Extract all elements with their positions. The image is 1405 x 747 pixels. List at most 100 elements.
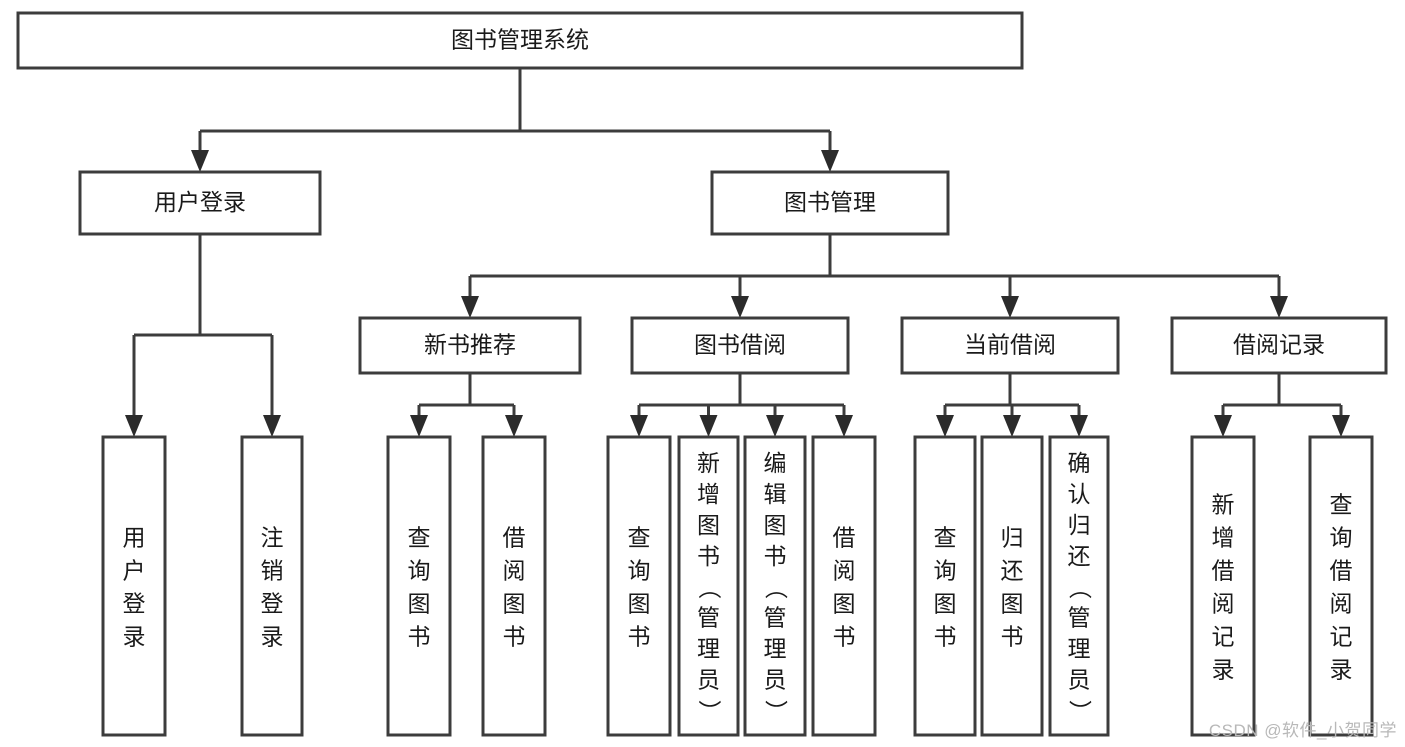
node-label-char: 员 [1068, 666, 1091, 692]
node-label-char: 用 [123, 525, 146, 551]
node-label-char: 户 [123, 558, 146, 584]
node-label: 图书借阅 [694, 332, 786, 358]
node-label-char: 阅 [1212, 591, 1235, 617]
node-label-char: 借 [1212, 558, 1235, 584]
node-label-char: ） [697, 700, 723, 723]
node-n3c[interactable]: 当前借阅 [900, 316, 1120, 375]
node-label-char: 书 [697, 543, 720, 569]
node-label-char: 查 [934, 525, 957, 551]
node-root[interactable]: 图书管理系统 [16, 11, 1024, 70]
node-box [630, 316, 850, 375]
arrowhead-icon [936, 415, 954, 437]
node-box [1308, 435, 1374, 737]
node-label-char: 借 [833, 525, 856, 551]
node-label: 借阅记录 [1233, 332, 1325, 358]
node-l1a[interactable]: 用户登录 [101, 435, 167, 737]
node-label-char: 理 [1068, 635, 1091, 661]
node-n3b[interactable]: 图书借阅 [630, 316, 850, 375]
node-n2b[interactable]: 图书管理 [710, 170, 950, 236]
node-label-char: 登 [261, 591, 284, 617]
node-label-char: 管 [1068, 605, 1091, 631]
node-label-char: ） [1067, 700, 1093, 723]
node-label-char: 理 [697, 635, 720, 661]
node-label-char: 管 [764, 605, 787, 631]
node-label-char: 阅 [833, 558, 856, 584]
node-label-char: 编 [764, 450, 787, 476]
node-box [1190, 435, 1256, 737]
node-label-char: 还 [1068, 543, 1091, 569]
node-n3a[interactable]: 新书推荐 [358, 316, 582, 375]
node-label-char: ） [763, 700, 789, 723]
node-label-char: 书 [833, 624, 856, 650]
arrowhead-icon [505, 415, 523, 437]
node-label-char: 增 [1212, 525, 1235, 551]
node-label-char: 书 [628, 624, 651, 650]
connector-group-bus-n3d [1214, 373, 1350, 437]
node-label-char: 新 [1212, 492, 1235, 518]
node-label-char: 图 [408, 591, 431, 617]
node-n3d[interactable]: 借阅记录 [1170, 316, 1388, 375]
node-label-char: 注 [261, 525, 284, 551]
node-label-char: 图 [1001, 591, 1024, 617]
arrowhead-icon [191, 150, 209, 172]
arrowhead-icon [461, 296, 479, 318]
node-label-char: 录 [261, 624, 284, 650]
node-box [710, 170, 950, 236]
node-label-char: 销 [261, 558, 284, 584]
node-box [16, 11, 1024, 70]
arrowhead-icon [263, 415, 281, 437]
arrowhead-icon [1001, 296, 1019, 318]
node-label-char: 借 [503, 525, 526, 551]
connector-group-bus-root [191, 68, 839, 172]
node-label-char: 查 [628, 525, 651, 551]
arrowhead-icon [1332, 415, 1350, 437]
node-label-char: 书 [764, 543, 787, 569]
node-box [980, 435, 1044, 737]
node-label-char: 录 [1330, 657, 1353, 683]
node-label-char: 归 [1001, 525, 1024, 551]
arrowhead-icon [1214, 415, 1232, 437]
node-label-char: 认 [1068, 481, 1091, 507]
node-label-char: 辑 [764, 481, 787, 507]
node-label-char: 记 [1330, 624, 1353, 650]
node-label-char: 阅 [1330, 591, 1353, 617]
arrowhead-icon [1270, 296, 1288, 318]
node-label-char: 书 [1001, 624, 1024, 650]
node-label-char: 记 [1212, 624, 1235, 650]
arrowhead-icon [821, 150, 839, 172]
node-label-char: 查 [1330, 492, 1353, 518]
connector-group-bus-n2a [125, 234, 281, 437]
node-label-char: 书 [503, 624, 526, 650]
arrowhead-icon [1003, 415, 1021, 437]
node-label-char: 图 [934, 591, 957, 617]
node-label-char: 录 [123, 624, 146, 650]
node-box [101, 435, 167, 737]
node-label-char: 阅 [503, 558, 526, 584]
node-n2a[interactable]: 用户登录 [78, 170, 322, 236]
arrowhead-icon [1070, 415, 1088, 437]
node-box [900, 316, 1120, 375]
connector-group-bus-n3a [410, 373, 523, 437]
arrowhead-icon [125, 415, 143, 437]
node-box [1048, 435, 1110, 737]
node-box [913, 435, 977, 737]
node-label-char: 管 [697, 605, 720, 631]
node-label: 新书推荐 [424, 332, 516, 358]
node-box [743, 435, 807, 737]
node-label-char: 录 [1212, 657, 1235, 683]
node-label: 图书管理系统 [451, 27, 589, 53]
node-label-char: 图 [697, 512, 720, 538]
